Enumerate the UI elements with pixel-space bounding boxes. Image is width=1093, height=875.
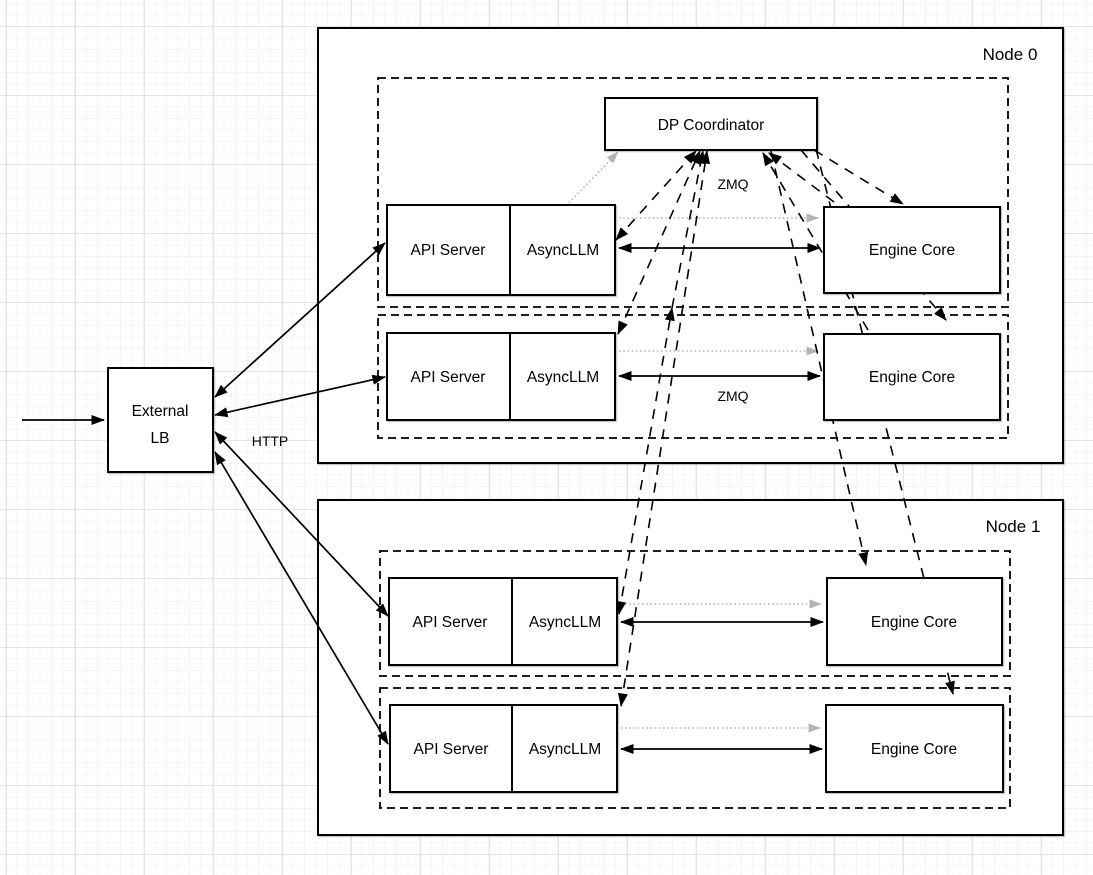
node1-row1-engine-core-box	[826, 577, 1003, 666]
dp-coordinator-box	[604, 97, 818, 151]
asyncllm-label: AsyncLLM	[529, 614, 601, 631]
asyncllm-label: AsyncLLM	[527, 369, 599, 386]
lb-link-node0-row1	[214, 242, 386, 398]
external-lb-box	[107, 367, 214, 473]
engine-core-label: Engine Core	[871, 614, 957, 631]
engine-core-label: Engine Core	[869, 369, 955, 386]
node0-title: Node 0	[983, 45, 1038, 64]
external-lb-label-line2: LB	[151, 430, 170, 447]
engine-core-label: Engine Core	[869, 242, 955, 259]
engine-core-label: Engine Core	[871, 741, 957, 758]
api-server-label: API Server	[411, 242, 486, 259]
asyncllm-label: AsyncLLM	[527, 242, 599, 259]
engine-node0-row2-link-coord	[762, 152, 869, 331]
node0-row1-engine-core-box	[823, 206, 1001, 294]
engine-node0-row1-link-coord	[768, 152, 835, 203]
node1-row2-engine-core-box	[825, 704, 1004, 793]
api-server-label: API Server	[413, 614, 488, 631]
external-lb-label-line1: External	[132, 403, 189, 420]
node1-title: Node 1	[986, 517, 1041, 536]
lb-link-node1-row2	[214, 451, 389, 745]
node0-row2-engine-core-box	[823, 333, 1001, 421]
asyncllm-label: AsyncLLM	[529, 741, 601, 758]
zmq-label-mid: ZMQ	[717, 388, 748, 404]
node1-row1-server-box	[388, 577, 618, 666]
coord-link-asyncllm-node1-row2	[617, 150, 711, 707]
node0-row2-server-box	[386, 332, 616, 421]
http-label: HTTP	[252, 433, 289, 449]
dp-coordinator-label: DP Coordinator	[658, 117, 765, 134]
api-server-label: API Server	[414, 741, 489, 758]
coordinator-asyncllm-links	[615, 150, 711, 707]
api-server-label: API Server	[411, 369, 486, 386]
node1-row2-server-box	[389, 704, 618, 793]
node0-row1-server-box	[386, 204, 616, 296]
lb-link-node0-row2	[214, 374, 386, 418]
zmq-label-top: ZMQ	[717, 176, 748, 192]
lb-http-links	[22, 242, 389, 745]
